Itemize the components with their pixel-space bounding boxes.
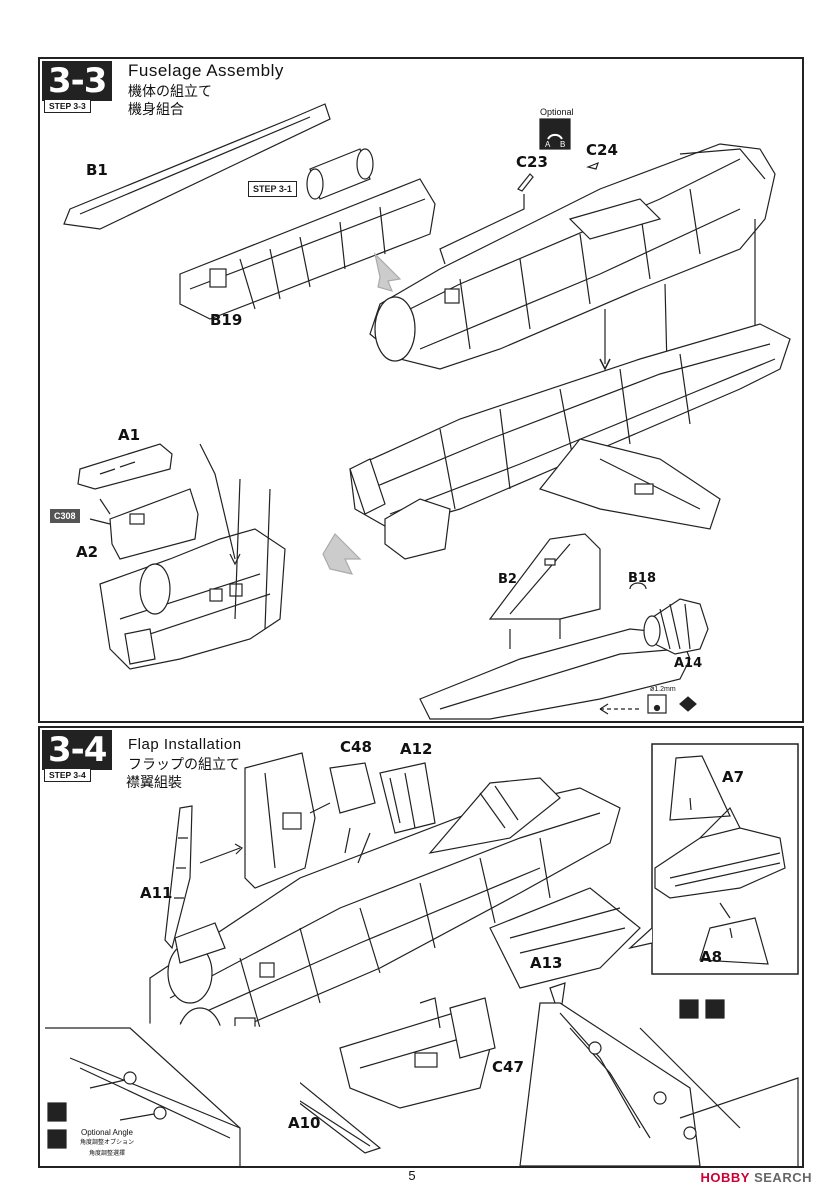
part-label-c308: C308	[50, 509, 80, 523]
step-3-4-panel: 3-4 STEP 3-4 Flap Installation フラップの組立て …	[38, 726, 804, 1168]
step-title-en: Flap Installation	[128, 736, 242, 753]
step-title-ja: 機体の組立て	[128, 84, 212, 100]
part-label-b2: B2	[498, 572, 517, 587]
step-title-en: Fuselage Assembly	[128, 61, 284, 80]
step-3-3-panel: 3-3 STEP 3-3 Fuselage Assembly 機体の組立て 機身…	[38, 57, 804, 723]
flap-installation-illustration	[45, 743, 799, 1166]
part-label-a11: A11	[140, 884, 173, 902]
part-label-c23: C23	[516, 153, 548, 171]
fuselage-assembly-illustration	[63, 103, 791, 720]
watermark-rest: SEARCH	[754, 1170, 812, 1185]
optional-label: Optional	[540, 107, 574, 117]
optional-angle-ja: 角度調整オプション	[79, 1140, 134, 1146]
optional-angle-zh: 角度調整選擇	[88, 1151, 125, 1157]
part-label-b18: B18	[628, 571, 656, 586]
step-title-ja: フラップの組立て	[128, 757, 240, 773]
part-label-c24: C24	[586, 141, 618, 159]
part-label-a7: A7	[722, 768, 745, 786]
drill-size: ø1.2mm	[650, 686, 676, 693]
part-label-a10: A10	[288, 1114, 321, 1132]
part-label-a13: A13	[530, 954, 563, 972]
optional-a: A	[545, 140, 551, 149]
watermark: HOBBY SEARCH	[701, 1170, 812, 1185]
step-number: 3-3	[42, 61, 113, 101]
part-label-c48: C48	[340, 738, 372, 756]
optional-angle-label: Optional Angle 角度調整オプション 角度調整選擇	[72, 1128, 142, 1159]
step-title-zh: 襟翼組裝	[126, 775, 182, 791]
part-label-a12: A12	[400, 740, 433, 758]
page-number: 5	[408, 1168, 416, 1183]
part-label-b1: B1	[86, 161, 108, 179]
step-number: 3-4	[42, 730, 113, 770]
step-tag: STEP 3-3	[44, 99, 91, 113]
part-label-a14: A14	[674, 656, 703, 671]
step-3-1-ref: STEP 3-1	[248, 181, 297, 197]
optional-angle-en: Optional Angle	[80, 1128, 134, 1137]
step-tag: STEP 3-4	[44, 768, 91, 782]
part-label-b19: B19	[210, 311, 243, 329]
part-label-a2: A2	[76, 543, 99, 561]
step-title-zh: 機身組合	[128, 102, 184, 118]
part-label-a8: A8	[700, 948, 723, 966]
part-label-a1: A1	[118, 426, 141, 444]
optional-b: B	[560, 140, 566, 149]
watermark-brand: HOBBY	[700, 1170, 750, 1185]
part-label-c47: C47	[492, 1058, 524, 1076]
